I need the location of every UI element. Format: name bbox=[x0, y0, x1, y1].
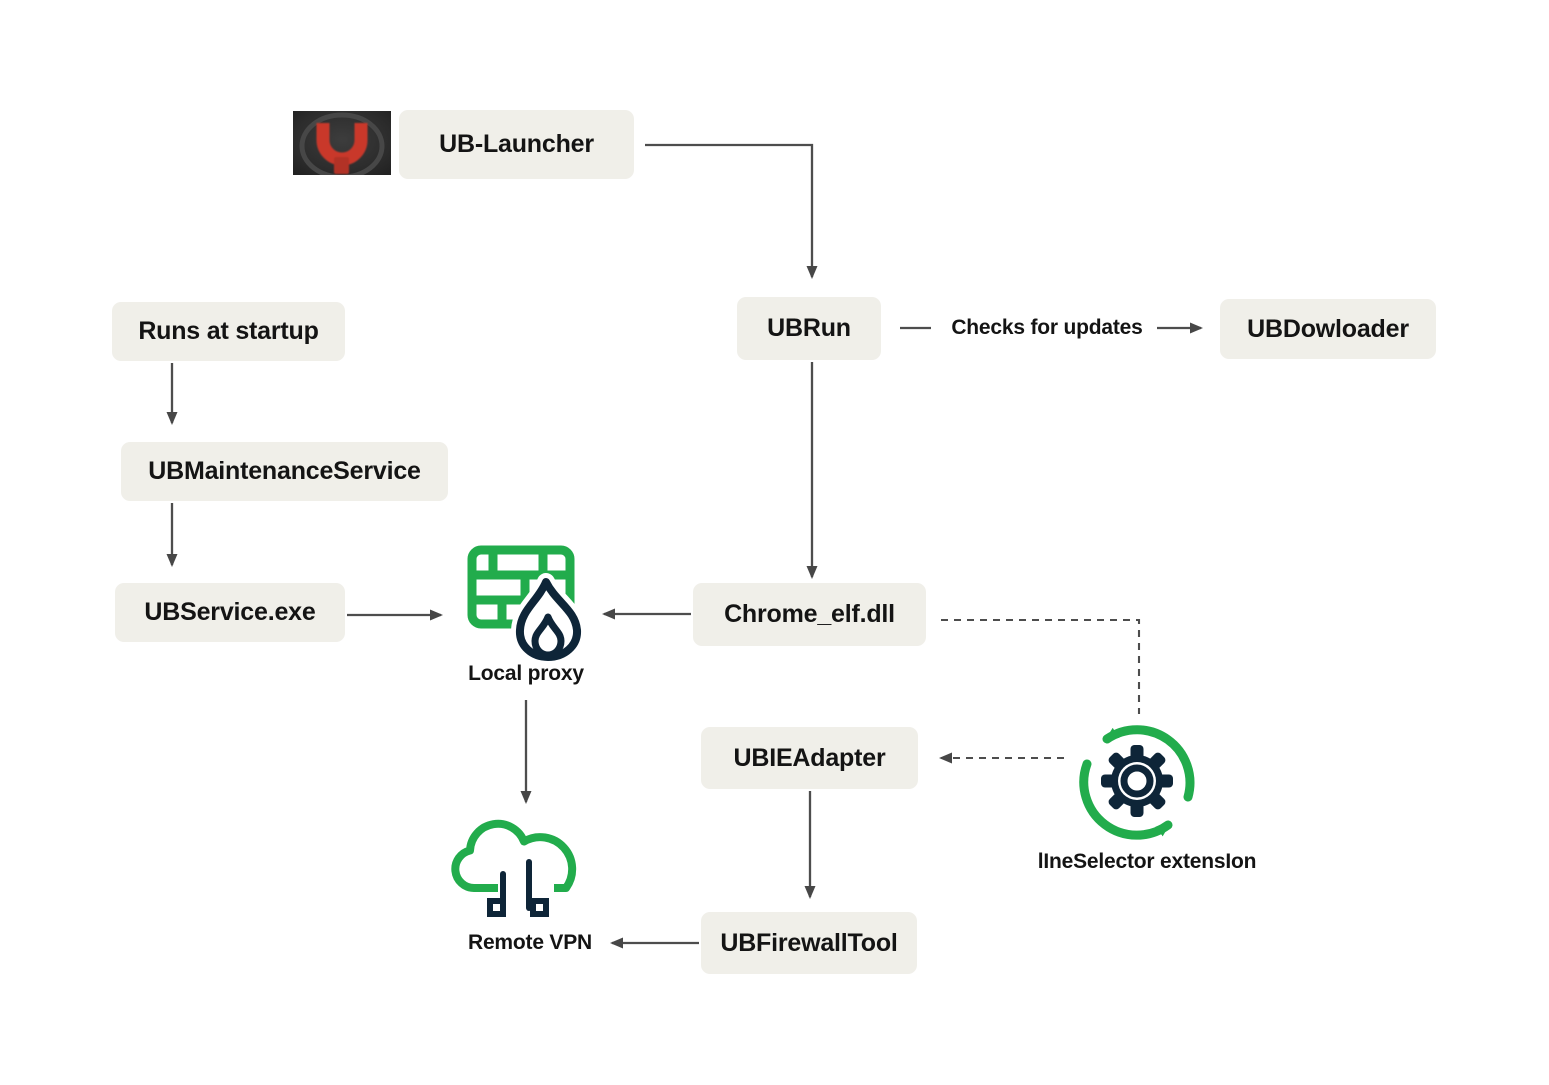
label-local-proxy: Local proxy bbox=[468, 662, 584, 685]
firewall-icon bbox=[467, 545, 586, 666]
gear-icon bbox=[1101, 745, 1173, 817]
arrow-launcher-to-ubrun bbox=[645, 143, 818, 279]
gear-sync-icon bbox=[1079, 725, 1195, 840]
node-ubservice-exe: UBService.exe bbox=[115, 583, 345, 642]
network-plug-icon bbox=[487, 859, 549, 917]
node-ubdowloader: UBDowloader bbox=[1220, 299, 1436, 359]
node-ubmaintenanceservice: UBMaintenanceService bbox=[121, 442, 448, 501]
cloud-vpn-icon bbox=[451, 819, 577, 917]
sync-arrows-icon bbox=[1079, 725, 1195, 840]
flame-icon bbox=[511, 573, 586, 666]
node-runs-at-startup: Runs at startup bbox=[112, 302, 345, 361]
ub-launcher-app-icon bbox=[293, 111, 391, 175]
dashed-chromeelf-to-extension bbox=[941, 618, 1141, 714]
edge-label-checks-for-updates: Checks for updates bbox=[951, 316, 1143, 339]
node-chrome-elf-dll: Chrome_elf.dll bbox=[693, 583, 926, 646]
node-ubfirewalltool: UBFirewallTool bbox=[701, 912, 917, 974]
node-ubrun: UBRun bbox=[737, 297, 881, 360]
label-remote-vpn: Remote VPN bbox=[467, 931, 593, 954]
label-lineselector-extension: lIneSelector extensIon bbox=[1037, 850, 1257, 873]
node-ubieadapter: UBIEAdapter bbox=[701, 727, 918, 789]
node-ub-launcher: UB-Launcher bbox=[399, 110, 634, 179]
